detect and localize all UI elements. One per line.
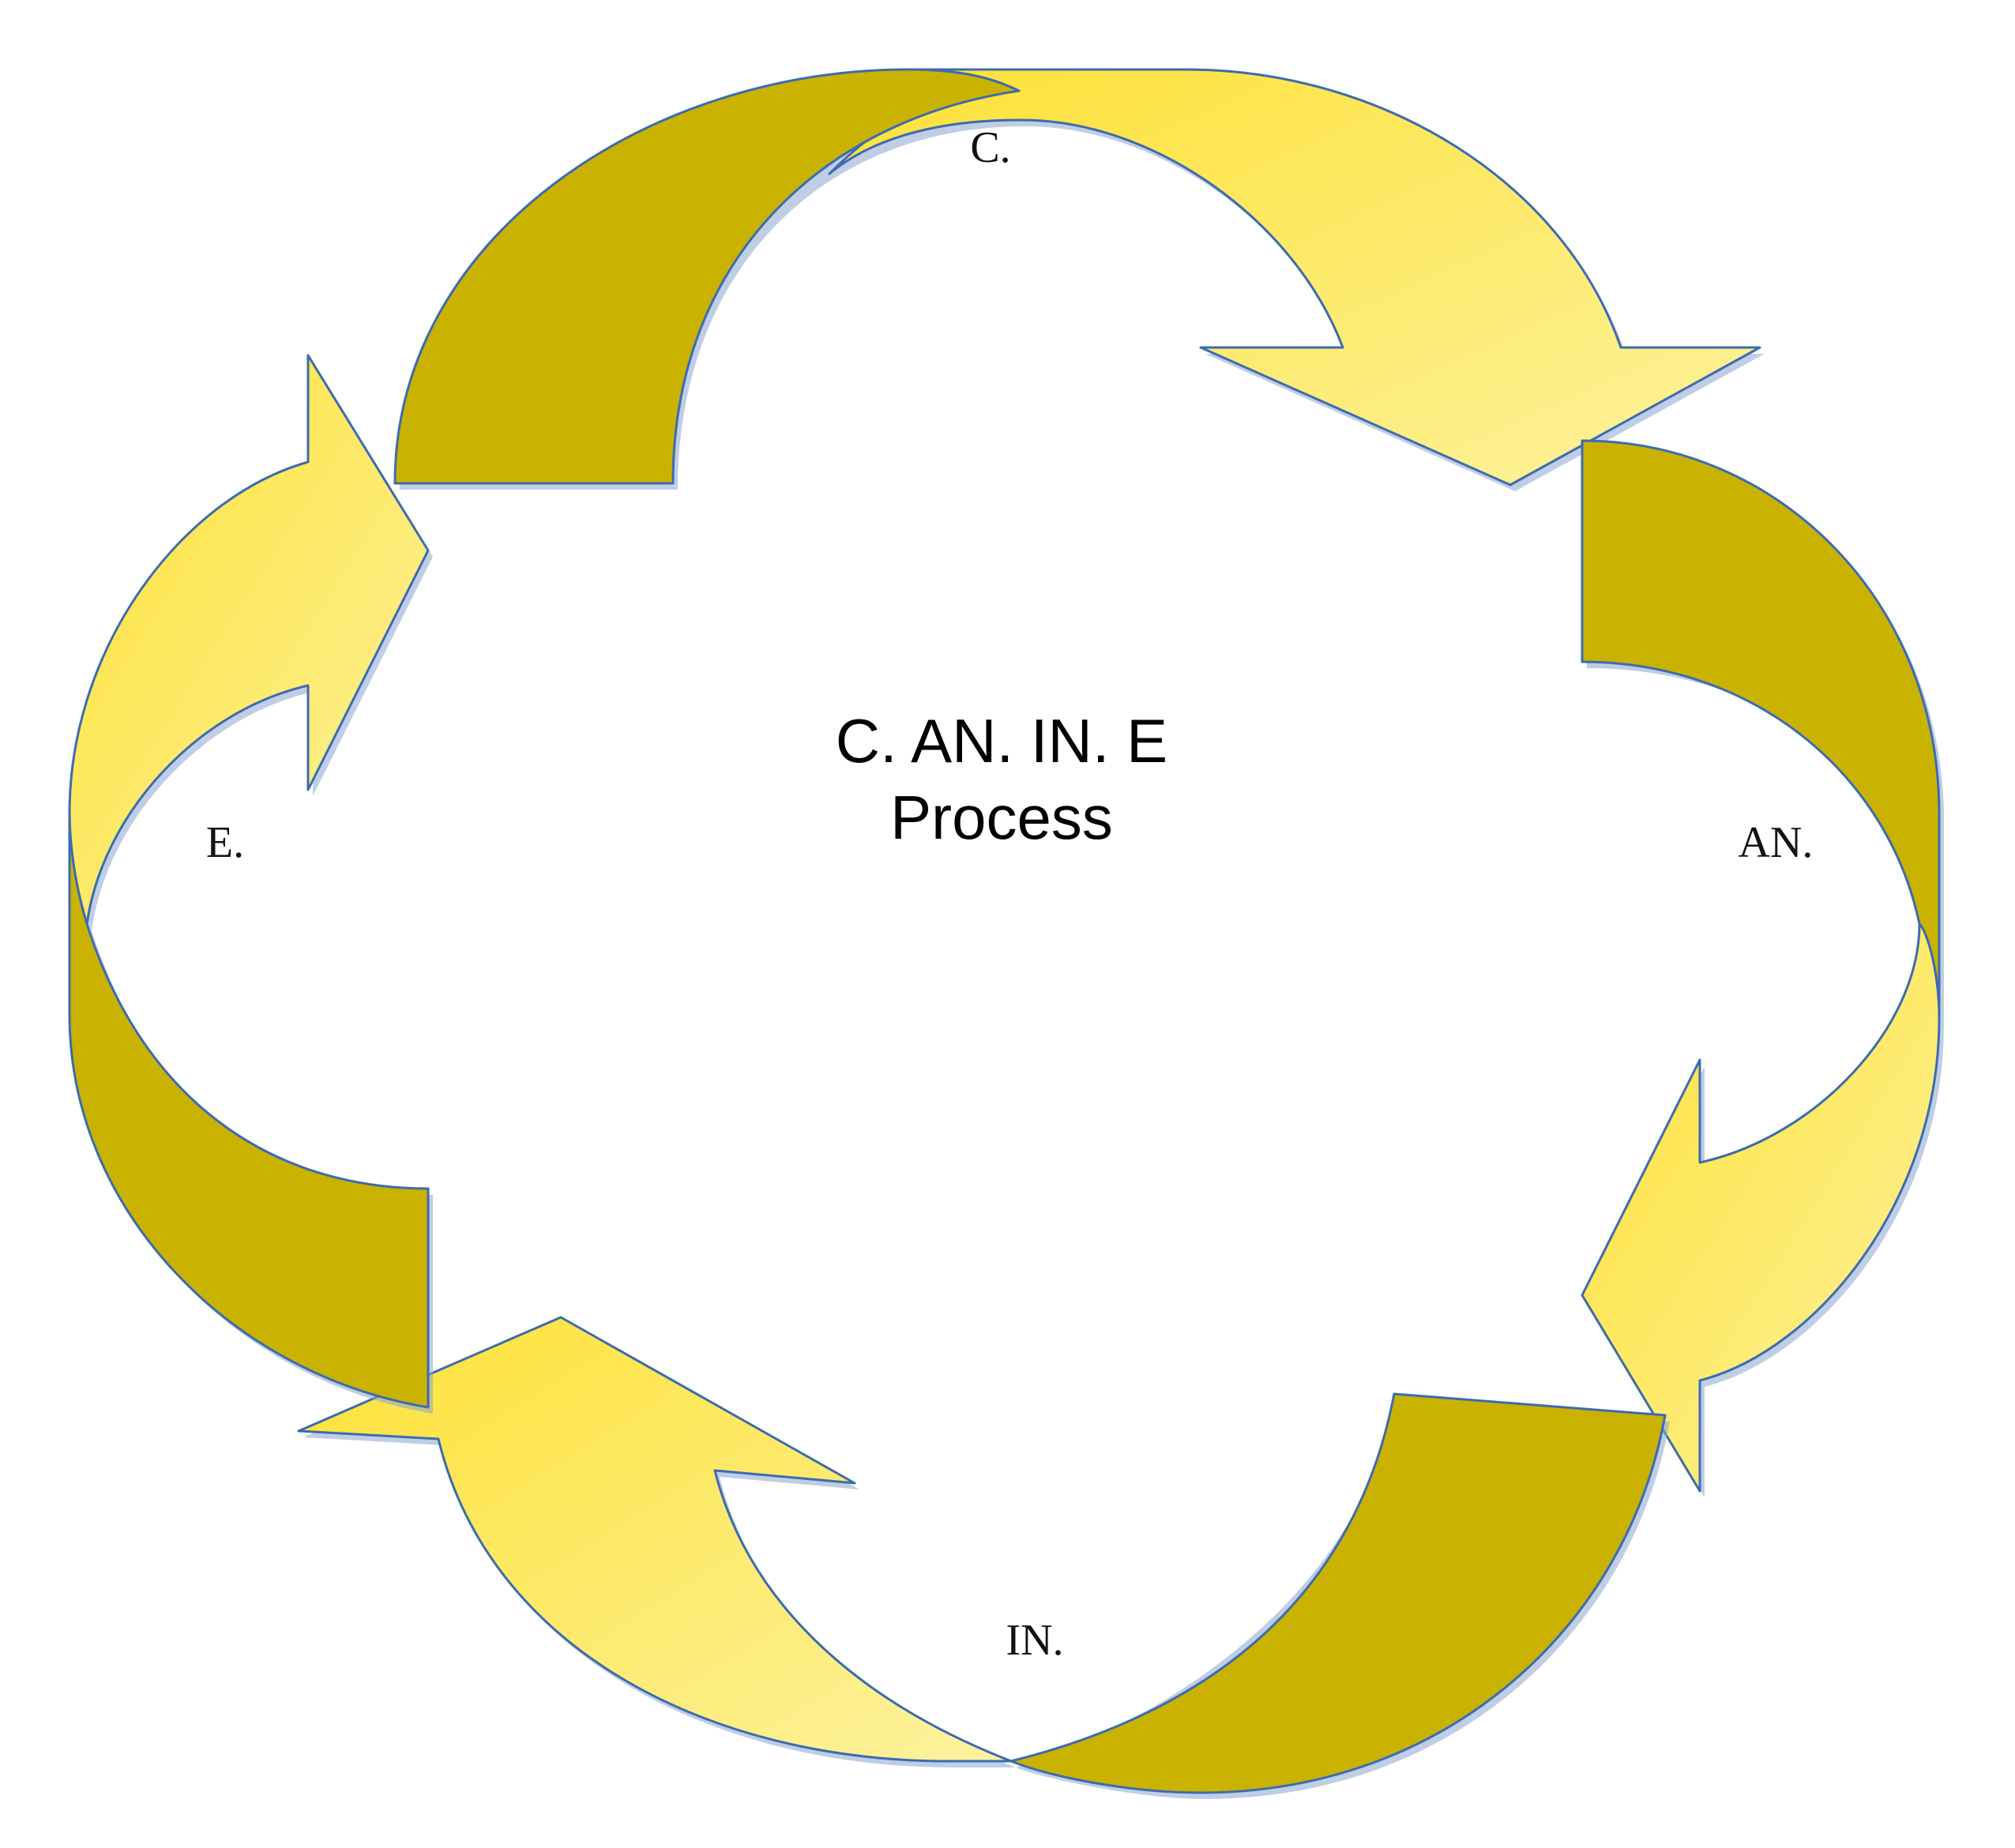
top-arrow-light-body [828,68,1761,486]
bottom-arrow-light-body [297,1316,1013,1763]
stage-label-top: C. [970,123,1010,172]
stage-label-bottom: IN. [1006,1616,1063,1665]
top-arrow-dark-band [393,68,1021,485]
bottom-arrow-dark-band [1009,1392,1667,1794]
left-arrow-light-body [68,354,430,926]
left-arrow [68,354,433,1414]
stage-label-left: E. [206,818,244,867]
bottom-arrow [297,1316,1670,1799]
center-title-line2: Process [890,783,1113,852]
center-title-line1: C. AN. IN. E [836,706,1167,776]
right-arrow [1581,439,1944,1497]
stage-label-right: AN. [1739,818,1814,867]
left-arrow-dark-band [68,812,430,1409]
top-arrow [393,68,1765,491]
right-arrow-light-body [1581,922,1941,1493]
right-arrow-dark-band [1581,439,1941,1020]
